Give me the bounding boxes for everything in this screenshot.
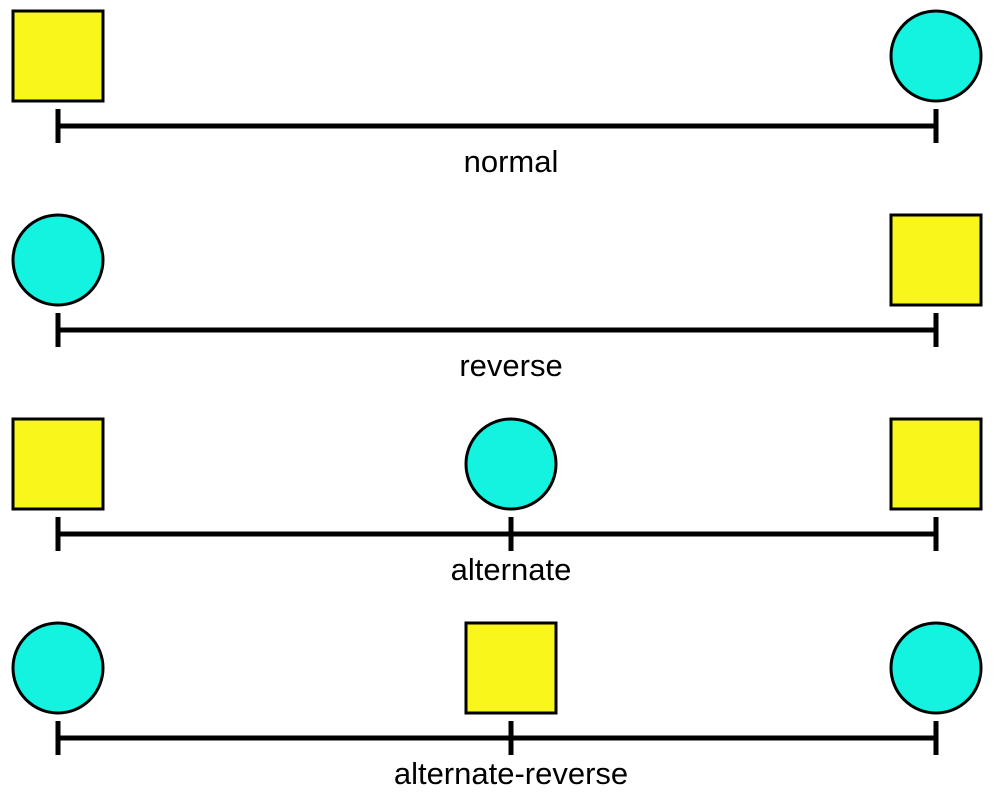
circle-marker-start — [11, 213, 105, 307]
circle-marker-end — [889, 9, 983, 103]
row-alternate-reverse: alternate-reverse — [11, 621, 983, 791]
row-label: alternate — [451, 552, 572, 587]
row-alternate: alternate — [11, 417, 983, 587]
square-marker-end — [889, 417, 983, 511]
row-label: alternate-reverse — [394, 756, 628, 791]
square-marker-start — [11, 9, 105, 103]
row-normal: normal — [11, 9, 983, 179]
square-marker-end — [889, 213, 983, 307]
row-label: normal — [464, 144, 559, 179]
circle-marker-middle — [464, 417, 558, 511]
square-marker-middle — [464, 621, 558, 715]
row-reverse: reverse — [11, 213, 983, 383]
row-label: reverse — [459, 348, 562, 383]
square-marker-start — [11, 417, 105, 511]
circle-marker-end — [889, 621, 983, 715]
circle-marker-start — [11, 621, 105, 715]
